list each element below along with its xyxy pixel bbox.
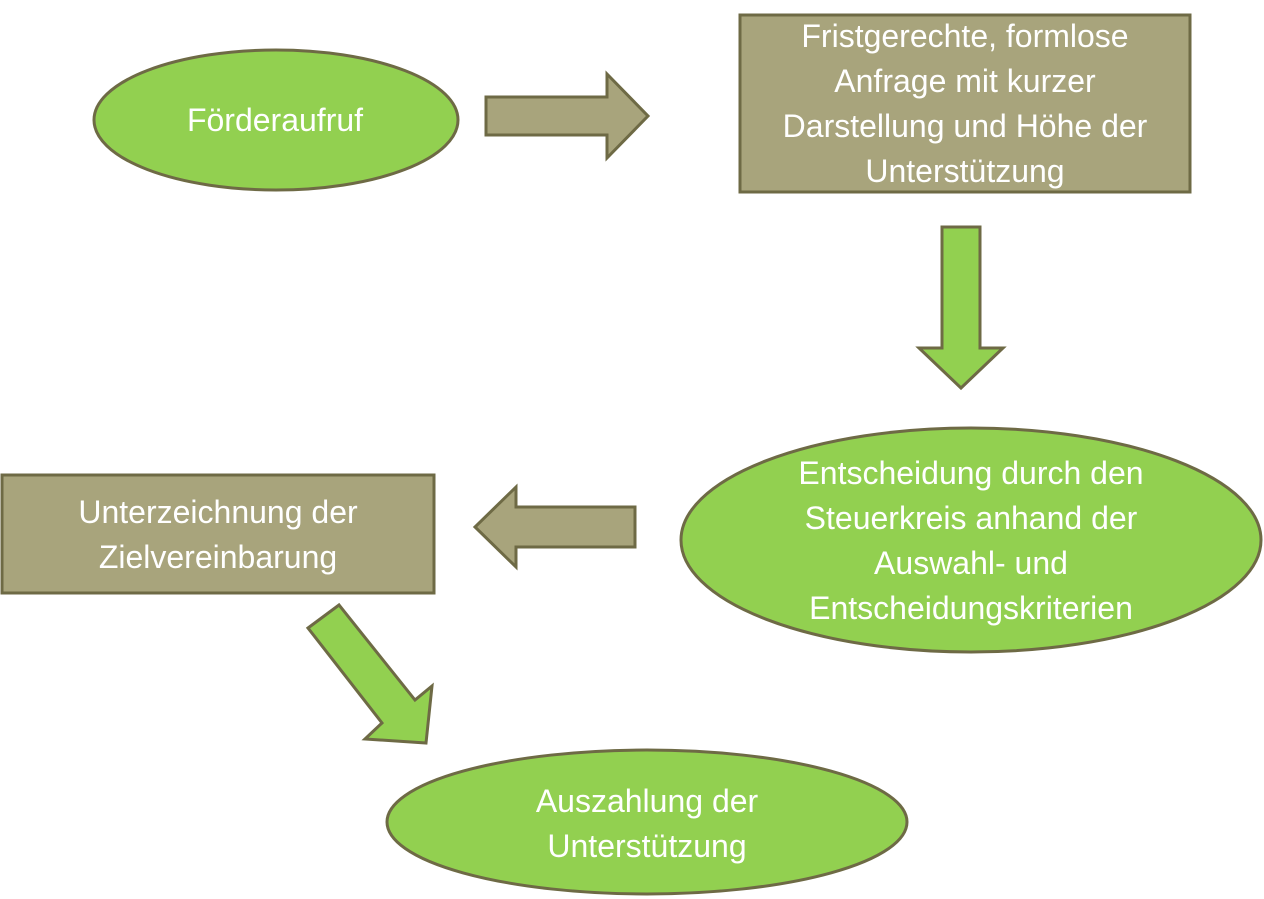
node-entscheidung-shape — [679, 426, 1263, 654]
node-auszahlung-label: Auszahlung der Unterstützung — [535, 783, 759, 864]
arrow-down-right-icon — [305, 602, 434, 745]
node-anfrage-label: Fristgerechte, formlose Anfrage mit kurz… — [782, 18, 1148, 189]
node-unterzeichnung-label: Unterzeichnung der Zielvereinbarung — [78, 494, 358, 575]
arrow-down-icon — [915, 225, 1007, 391]
node-anfrage-shape — [738, 13, 1192, 194]
arrow-left-icon — [472, 483, 637, 571]
node-unterzeichnung-shape — [0, 473, 436, 595]
arrow-right-icon — [484, 70, 651, 162]
node-foerderaufruf-label: Förderaufruf — [186, 101, 364, 138]
node-auszahlung-shape — [385, 748, 909, 896]
node-foerderaufruf-shape — [92, 48, 460, 192]
node-entscheidung-label: Entscheidung durch den Steuerkreis anhan… — [798, 455, 1144, 626]
